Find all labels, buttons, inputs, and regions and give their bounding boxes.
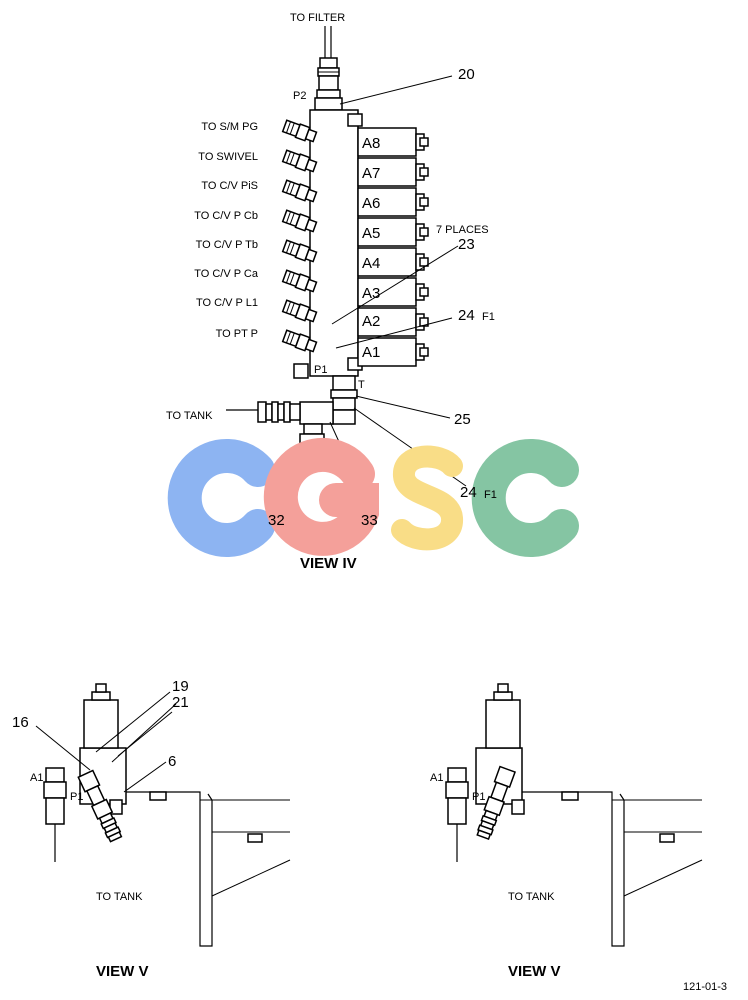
drawing-number: 121-01-3 [683, 981, 727, 993]
manifold-block [309, 109, 359, 377]
port-label-7: TO C/V P L1 [196, 297, 258, 309]
solenoid-label-a7: A7 [362, 165, 380, 182]
solenoid-label-a8: A8 [362, 135, 380, 152]
callout-32: 32 [268, 512, 285, 529]
solenoid-a6 [357, 187, 429, 217]
solenoid-label-a1: A1 [362, 344, 380, 361]
callout-21: 21 [172, 694, 189, 711]
port-label-5: TO C/V P Tb [196, 239, 258, 251]
callout-23: 23 [458, 236, 475, 253]
view-v-right-title: VIEW V [508, 963, 561, 980]
solenoid-a7 [357, 157, 429, 187]
places-note: 7 PLACES [436, 224, 489, 236]
callout-24: 24 [458, 307, 475, 324]
view-v-left-a1: A1 [30, 772, 43, 784]
port-label-8: TO PT P [216, 328, 258, 340]
callout-20: 20 [458, 66, 475, 83]
port-t-label: T [358, 379, 365, 391]
solenoid-label-a4: A4 [362, 255, 380, 272]
solenoid-a8 [357, 127, 429, 157]
port-label-2: TO SWIVEL [198, 151, 258, 163]
view-iv-assembly [226, 26, 467, 513]
view-iv-title: VIEW IV [300, 555, 357, 572]
callout-19: 19 [172, 678, 189, 695]
watermark-letter-g [263, 437, 379, 556]
to-tank-label: TO TANK [166, 410, 213, 422]
solenoid-a2 [357, 307, 429, 337]
view-v-right-p1: P1 [472, 791, 485, 803]
view-v-right-to-tank: TO TANK [508, 891, 555, 903]
solenoid-label-a2: A2 [362, 313, 380, 330]
solenoid-stack [357, 127, 429, 367]
watermark-letter-c2 [471, 439, 579, 557]
watermark-letter-c1 [167, 439, 275, 557]
view-v-right-a1: A1 [430, 772, 443, 784]
solenoid-label-a6: A6 [362, 195, 380, 212]
to-filter-label: TO FILTER [290, 12, 345, 24]
callout-25: 25 [454, 411, 471, 428]
callout-6: 6 [168, 753, 176, 770]
callout-24b: 24 [460, 484, 477, 501]
callout-f1: F1 [482, 311, 495, 323]
view-v-left-assembly [35, 683, 291, 947]
solenoid-a1 [357, 337, 429, 367]
view-v-left-to-tank: TO TANK [96, 891, 143, 903]
solenoid-a5 [357, 217, 429, 247]
watermark-letter-s [391, 445, 463, 551]
watermark [167, 437, 579, 557]
filter-pipe [314, 26, 343, 111]
view-v-right-assembly [445, 683, 703, 947]
solenoid-label-a5: A5 [362, 225, 380, 242]
view-v-left-p1: P1 [70, 791, 83, 803]
port-label-3: TO C/V PiS [201, 180, 258, 192]
callout-f1b: F1 [484, 489, 497, 501]
solenoid-a4 [357, 247, 429, 277]
view-v-left-title: VIEW V [96, 963, 149, 980]
callout-16: 16 [12, 714, 29, 731]
port-p1-label: P1 [314, 364, 327, 376]
port-fittings [281, 119, 318, 353]
port-label-4: TO C/V P Cb [194, 210, 258, 222]
port-label-1: TO S/M PG [201, 121, 258, 133]
callout-33: 33 [361, 512, 378, 529]
port-p2-label: P2 [293, 90, 306, 102]
port-label-6: TO C/V P Ca [194, 268, 259, 280]
solenoid-label-a3: A3 [362, 285, 380, 302]
